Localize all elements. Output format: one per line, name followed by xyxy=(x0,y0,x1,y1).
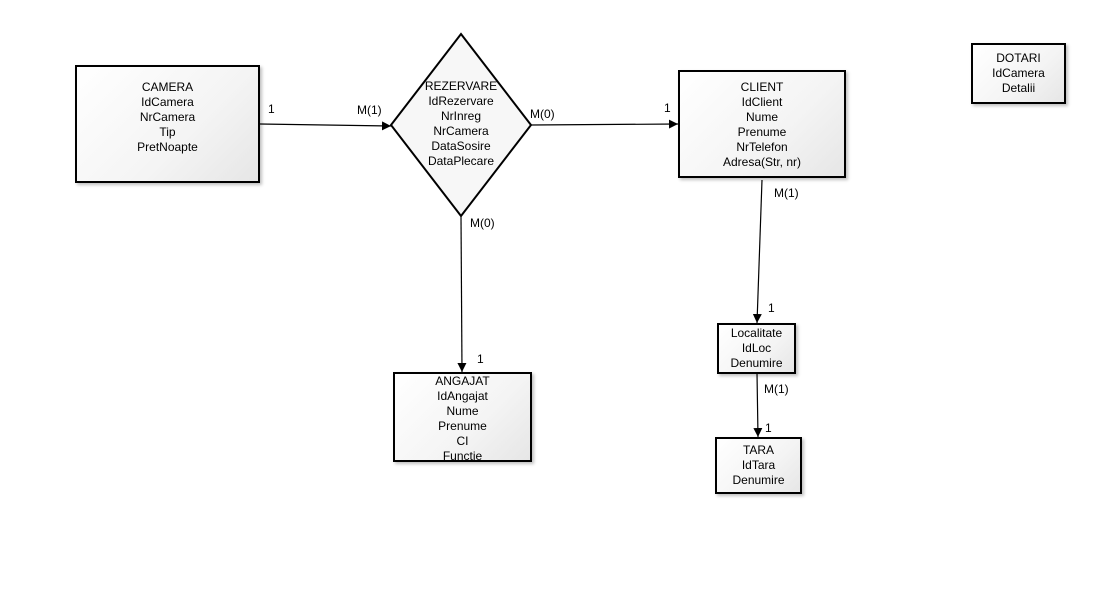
entity-attribute: Denumire xyxy=(730,356,783,370)
entity-attribute: Prenume xyxy=(438,419,487,433)
entity-title: ANGAJAT xyxy=(435,374,490,388)
entity-attribute: NrCamera xyxy=(139,110,196,124)
cardinality-rezervare-angajat: M(0) xyxy=(470,216,495,230)
entity-attribute: Nume xyxy=(745,110,778,124)
connector-rezervare-angajat xyxy=(457,215,467,373)
entity-attribute: CI xyxy=(456,434,469,448)
entity-attribute: NrTelefon xyxy=(736,140,788,154)
connector-rezervare-client xyxy=(530,119,679,129)
entity-attribute: Tip xyxy=(159,125,176,139)
cardinality-client-localitate: M(1) xyxy=(774,186,799,200)
entity-tara[interactable]: TARA IdTara Denumire xyxy=(715,437,802,494)
entity-client[interactable]: CLIENT IdClient Nume Prenume NrTelefon A… xyxy=(678,70,846,178)
entity-title: CAMERA xyxy=(141,80,194,94)
entity-attribute: Detalii xyxy=(1001,81,1036,95)
entity-title: DOTARI xyxy=(996,51,1041,65)
relationship-attribute: IdRezervare xyxy=(428,94,494,108)
relationship-rezervare-label: REZERVARE IdRezervare NrInreg NrCamera D… xyxy=(401,79,521,169)
connector-localitate-tara xyxy=(753,372,763,438)
relationship-attribute: DataPlecare xyxy=(427,154,495,168)
entity-attribute: PretNoapte xyxy=(137,140,198,154)
entity-attribute: IdClient xyxy=(741,95,783,109)
connector-camera-rezervare xyxy=(259,121,392,131)
entity-attribute: Functie xyxy=(442,449,483,463)
relationship-title: REZERVARE xyxy=(424,79,498,93)
entity-attribute: IdTara xyxy=(741,458,776,472)
cardinality-rezervare-camera: M(1) xyxy=(357,103,382,117)
entity-attribute: Denumire xyxy=(732,473,785,487)
relationship-attribute: NrCamera xyxy=(433,124,489,138)
entity-attribute: Adresa(Str, nr) xyxy=(722,155,802,169)
cardinality-client-one: 1 xyxy=(664,101,671,115)
cardinality-localitate-one: 1 xyxy=(768,301,775,315)
entity-title: TARA xyxy=(742,443,775,457)
entity-attribute: IdCamera xyxy=(992,66,1045,80)
entity-title: CLIENT xyxy=(740,80,784,94)
connector-client-localitate xyxy=(752,179,763,324)
cardinality-rezervare-client: M(0) xyxy=(530,107,555,121)
entity-dotari[interactable]: DOTARI IdCamera Detalii xyxy=(971,43,1066,104)
entity-camera[interactable]: CAMERA IdCamera NrCamera Tip PretNoapte xyxy=(75,65,260,183)
entity-attribute: Nume xyxy=(446,404,479,418)
relationship-attribute: DataSosire xyxy=(431,139,491,153)
entity-localitate[interactable]: Localitate IdLoc Denumire xyxy=(717,323,796,374)
entity-attribute: IdCamera xyxy=(141,95,194,109)
entity-attribute: IdAngajat xyxy=(437,389,488,403)
cardinality-tara-one: 1 xyxy=(765,421,772,435)
cardinality-angajat-one: 1 xyxy=(477,352,484,366)
entity-title: Localitate xyxy=(730,326,783,340)
relationship-attribute: NrInreg xyxy=(440,109,481,123)
entity-angajat[interactable]: ANGAJAT IdAngajat Nume Prenume CI Functi… xyxy=(393,372,532,463)
cardinality-camera-one: 1 xyxy=(268,102,275,116)
entity-attribute: Prenume xyxy=(737,125,787,139)
cardinality-localitate-tara: M(1) xyxy=(764,382,789,396)
entity-attribute: IdLoc xyxy=(741,341,772,355)
